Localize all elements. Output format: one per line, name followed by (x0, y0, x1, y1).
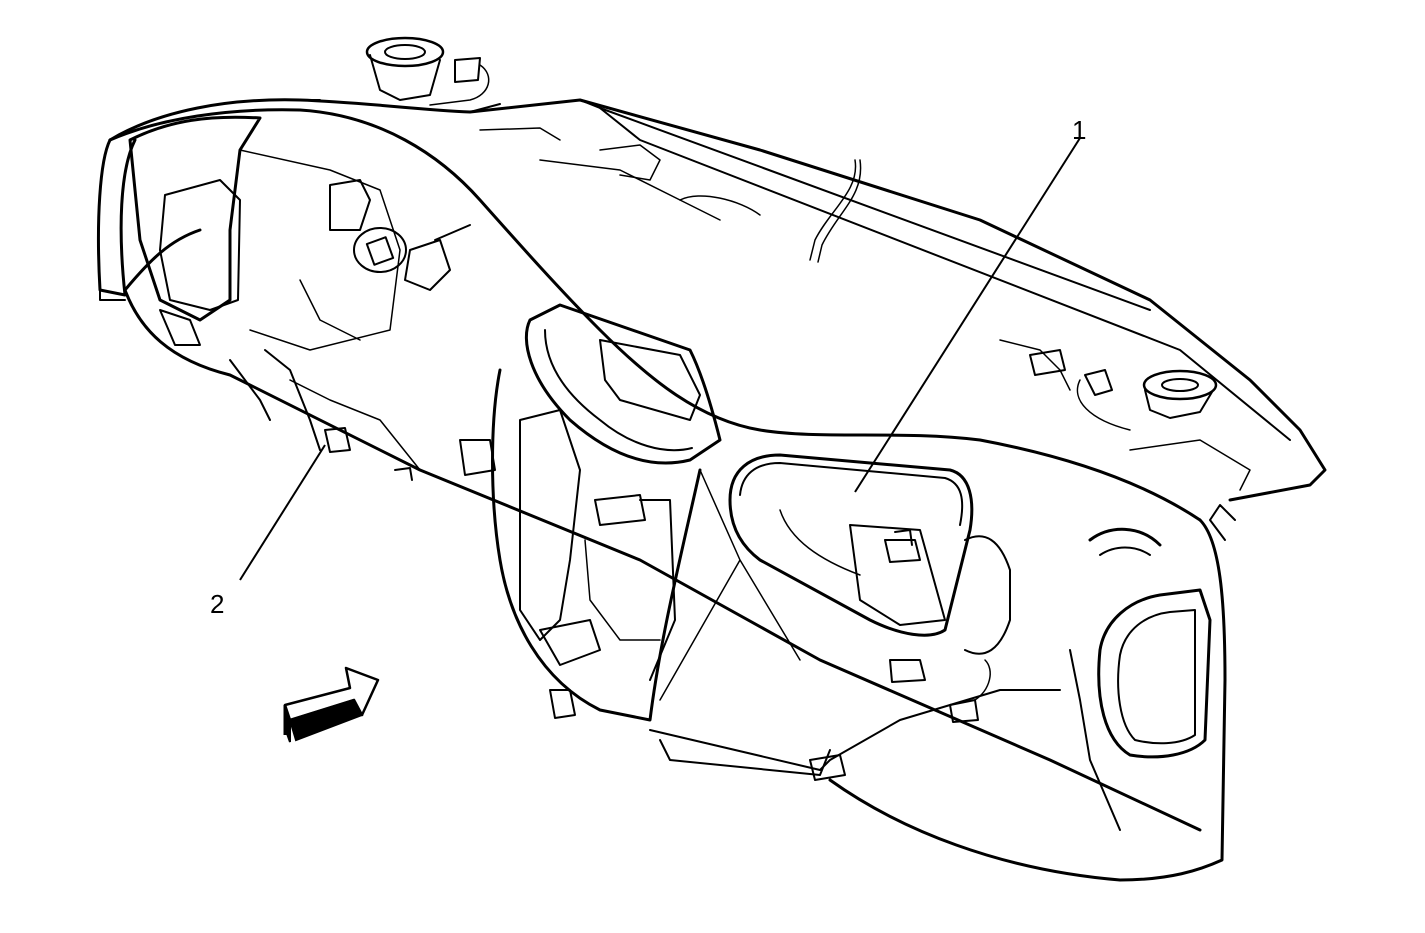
left-opening (128, 115, 471, 351)
right-end-opening (1069, 527, 1212, 831)
callout-1: 1 (1072, 115, 1086, 145)
passenger-air-bag-module (649, 453, 1061, 781)
callout-2: 2 (210, 589, 224, 619)
defroster-area (365, 36, 1251, 491)
view-direction-arrow-icon (283, 666, 380, 743)
center-cluster-opening (459, 303, 801, 722)
leader-line-2 (239, 444, 326, 581)
left-lower-bracket (159, 309, 421, 481)
callout-leaders (239, 137, 1081, 581)
instrument-panel-carrier (96, 98, 1327, 882)
leader-line-1 (854, 137, 1081, 493)
